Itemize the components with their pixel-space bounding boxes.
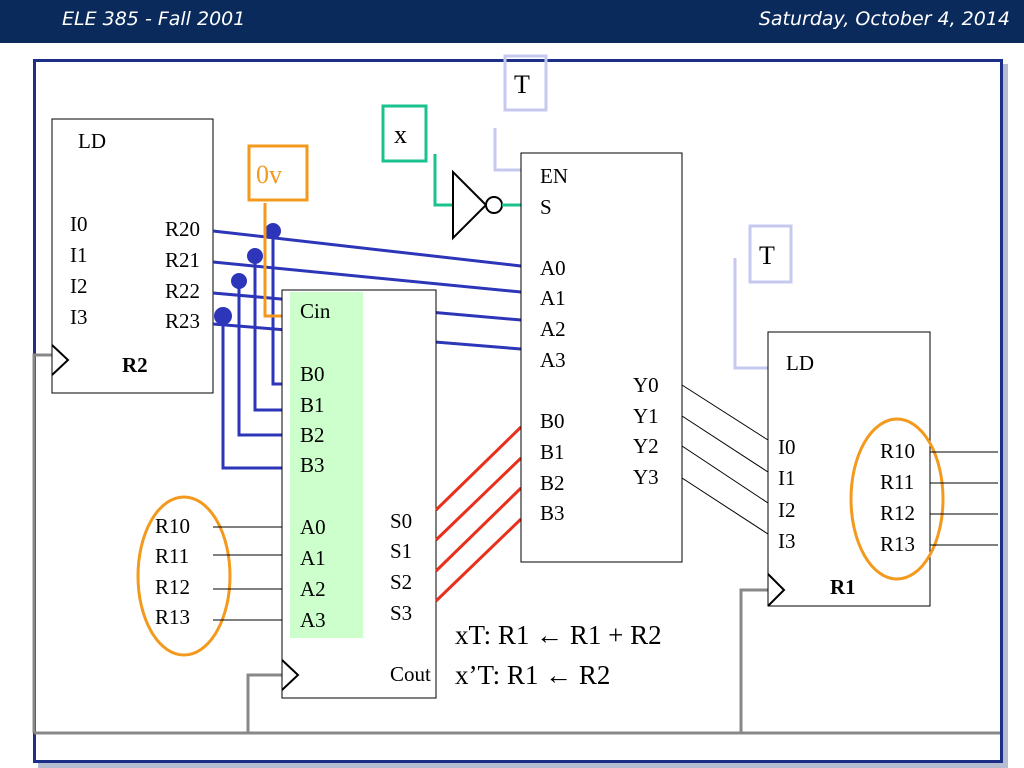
mux-y2: Y2 [633,434,659,458]
adder-clock-icon [281,659,300,691]
rtl-equations: xT: R1 ← R1 + R2 x’T: R1 ← R2 [455,620,662,690]
r2-ld-label: LD [78,129,106,153]
adder-b3: B3 [300,453,325,477]
t-signal-top-label: T [514,70,530,99]
inverter-gate [452,169,521,241]
mux-a3: A3 [540,348,566,372]
mux-y1: Y1 [633,404,659,428]
t-signal-right-label: T [759,241,775,270]
r2-input-i2: I2 [70,274,88,298]
x-signal-label: x [394,120,407,149]
r1-name: R1 [830,575,856,599]
r2-to-adder-wires [221,231,282,470]
r1-input-i2: I2 [778,498,796,522]
adder-b0: B0 [300,362,325,386]
mux-b3: B3 [540,501,565,525]
adder-s2: S2 [390,570,412,594]
equation-line-1: xT: R1 ← R1 + R2 [455,620,662,650]
t-signal-top: T [493,54,548,172]
r2-input-i1: I1 [70,243,88,267]
mux-b2: B2 [540,471,565,495]
adder-b1: B1 [300,393,325,417]
junction-dots [214,223,281,325]
r1-clock-icon [767,573,786,607]
mux-block: EN S A0 A1 A2 A3 B0 B1 B2 B3 Y0 Y1 Y2 Y3 [520,152,683,563]
r1-output-r10: R10 [880,439,915,463]
left-r1-feed: R10 R11 R12 R13 [136,495,282,657]
r1-output-r12: R12 [880,501,915,525]
adder-a3: A3 [300,608,326,632]
r2-name: R2 [122,353,148,377]
adder-cin: Cin [300,299,331,323]
adder-cout: Cout [390,662,431,686]
clock-wires [32,353,1000,735]
r2-output-r20: R20 [165,217,200,241]
r2-input-i3: I3 [70,305,88,329]
left-r12-label: R12 [155,575,190,599]
adder-to-mux-wires [434,425,523,603]
zero-volt-label: 0v [256,160,282,189]
r2-input-i0: I0 [70,212,88,236]
mux-a1: A1 [540,286,566,310]
r2-output-r22: R22 [165,279,200,303]
course-title: ELE 385 - Fall 2001 [62,8,246,30]
adder-a2: A2 [300,577,326,601]
adder-a0: A0 [300,515,326,539]
r1-input-i0: I0 [778,435,796,459]
mux-s: S [540,195,552,219]
slide-date: Saturday, October 4, 2014 [758,8,1010,30]
mux-a2: A2 [540,317,566,341]
mux-to-r1-wires [681,384,769,535]
r2-output-r21: R21 [165,248,200,272]
equation-line-2: x’T: R1 ← R2 [455,660,610,690]
left-r13-label: R13 [155,605,190,629]
register-r1: LD I0 I1 I2 I3 R10 R11 R12 R13 R1 [767,331,998,607]
r1-input-i1: I1 [778,466,796,490]
adder-a1: A1 [300,546,326,570]
r1-output-r11: R11 [880,470,914,494]
mux-y0: Y0 [633,373,659,397]
r1-output-r13: R13 [880,532,915,556]
slide-header: ELE 385 - Fall 2001 Saturday, October 4,… [0,0,1024,43]
r2-output-r23: R23 [165,309,200,333]
mux-a0: A0 [540,256,566,280]
mux-b0: B0 [540,409,565,433]
adder-s1: S1 [390,539,412,563]
left-r11-label: R11 [155,544,189,568]
adder-block: Cin B0 B1 B2 B3 A0 A1 A2 A3 S0 S1 S2 S3 … [281,289,437,699]
left-r10-label: R10 [155,514,190,538]
x-signal: x [381,104,453,207]
r1-ld-label: LD [786,351,814,375]
mux-en: EN [540,164,568,188]
adder-s0: S0 [390,509,412,533]
register-r2: LD I0 I1 I2 I3 R20 R21 R22 R23 R2 [51,118,214,394]
mux-y3: Y3 [633,465,659,489]
adder-s3: S3 [390,601,412,625]
mux-b1: B1 [540,440,565,464]
adder-b2: B2 [300,423,325,447]
r2-clock-icon [51,344,70,376]
r1-input-i3: I3 [778,529,796,553]
t-signal-right: T [733,224,793,370]
